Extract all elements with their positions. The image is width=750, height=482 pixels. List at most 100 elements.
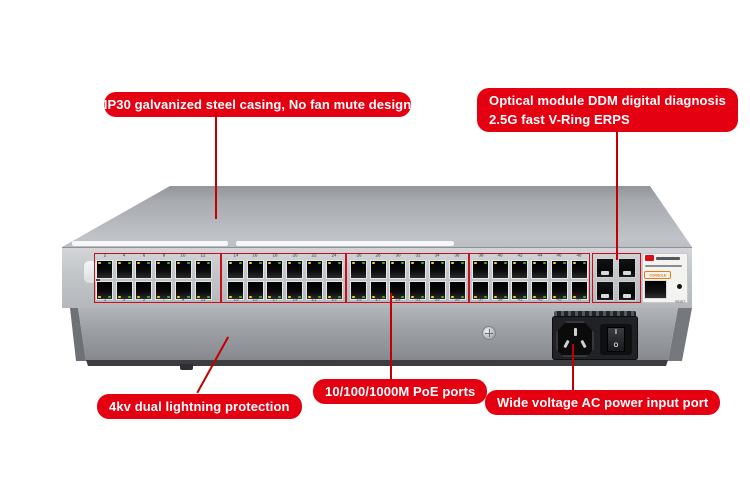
sfp-latch bbox=[601, 271, 609, 275]
rj45-port bbox=[350, 260, 367, 279]
led-yellow bbox=[288, 262, 292, 264]
power-switch-rocker: I O bbox=[607, 327, 625, 352]
rj45-port bbox=[194, 260, 212, 279]
callout-optical-line1: Optical module DDM digital diagnosis bbox=[489, 92, 726, 108]
rj45-port bbox=[227, 281, 244, 300]
led-green bbox=[562, 296, 566, 298]
callout-casing-text: IP30 galvanized steel casing, No fan mut… bbox=[103, 97, 412, 112]
led-green bbox=[503, 262, 507, 264]
reset-label-text: RESET bbox=[675, 299, 686, 304]
callout-optical-line2: 2.5G fast V-Ring ERPS bbox=[489, 112, 630, 127]
rj45-port bbox=[491, 281, 509, 300]
rj45-port bbox=[96, 260, 113, 279]
rj45-port bbox=[135, 281, 153, 300]
leader-line-poe bbox=[390, 293, 392, 380]
callout-optical-module: Optical module DDM digital diagnosis 2.5… bbox=[477, 88, 738, 132]
rj45-port bbox=[389, 260, 407, 279]
port-number: 7 bbox=[162, 296, 165, 302]
led-green bbox=[362, 296, 365, 298]
led-green bbox=[421, 262, 425, 264]
rj45-port bbox=[266, 281, 284, 300]
led-green bbox=[401, 262, 405, 264]
led-yellow bbox=[307, 296, 311, 298]
led-yellow bbox=[137, 262, 141, 264]
rj45-port bbox=[369, 281, 387, 300]
led-green bbox=[562, 262, 566, 264]
led-green bbox=[127, 296, 131, 298]
led-green bbox=[278, 262, 282, 264]
led-yellow bbox=[391, 296, 395, 298]
port-number: 18 bbox=[272, 252, 278, 258]
led-green bbox=[484, 296, 487, 298]
led-green bbox=[186, 262, 190, 264]
led-green bbox=[401, 296, 405, 298]
rj45-port bbox=[135, 260, 153, 279]
port-number: 15 bbox=[252, 296, 258, 302]
led-green bbox=[582, 262, 586, 264]
port-number: 9 bbox=[182, 296, 185, 302]
led-yellow bbox=[268, 262, 272, 264]
rj45-port bbox=[448, 260, 466, 279]
led-yellow bbox=[196, 296, 200, 298]
led-yellow bbox=[411, 262, 415, 264]
port-number: 31 bbox=[415, 296, 421, 302]
led-green bbox=[147, 296, 151, 298]
led-green bbox=[239, 262, 242, 264]
led-yellow bbox=[327, 296, 331, 298]
rj45-port bbox=[448, 281, 466, 300]
led-yellow bbox=[450, 296, 454, 298]
led-yellow bbox=[513, 296, 517, 298]
led-yellow bbox=[137, 296, 141, 298]
led-yellow bbox=[552, 296, 556, 298]
led-yellow bbox=[474, 262, 477, 264]
led-green bbox=[440, 262, 444, 264]
led-green bbox=[337, 262, 341, 264]
inlet-neutral-pin bbox=[580, 339, 587, 349]
port-number: 6 bbox=[142, 252, 146, 258]
led-yellow bbox=[176, 296, 180, 298]
port-number: 3 bbox=[122, 296, 126, 302]
led-green bbox=[108, 262, 111, 264]
led-green bbox=[167, 296, 171, 298]
led-green bbox=[381, 262, 385, 264]
port-number: 44 bbox=[537, 252, 543, 258]
led-yellow bbox=[371, 296, 375, 298]
port-number: 5 bbox=[142, 296, 146, 302]
led-yellow bbox=[176, 262, 180, 264]
port-number: 14 bbox=[232, 252, 238, 258]
led-green bbox=[239, 296, 242, 298]
rj45-port bbox=[305, 281, 323, 300]
led-yellow bbox=[248, 262, 252, 264]
led-yellow bbox=[268, 296, 272, 298]
led-green bbox=[543, 296, 547, 298]
port-number: 41 bbox=[517, 296, 523, 302]
port-number: 25 bbox=[355, 296, 361, 302]
port-bank-divider bbox=[220, 254, 222, 302]
rj45-port bbox=[194, 281, 212, 300]
led-yellow bbox=[157, 296, 161, 298]
port-number: 21 bbox=[311, 296, 317, 302]
led-green bbox=[186, 296, 190, 298]
callout-casing: IP30 galvanized steel casing, No fan mut… bbox=[104, 92, 411, 117]
port-number: 47 bbox=[576, 296, 582, 302]
chassis-foot bbox=[180, 364, 193, 370]
port-number: 39 bbox=[497, 296, 503, 302]
led-yellow bbox=[371, 262, 375, 264]
console-label: CONSOLE bbox=[644, 271, 671, 279]
grounding-screw bbox=[482, 326, 496, 340]
rj45-port bbox=[428, 281, 446, 300]
sfp-cage bbox=[618, 281, 636, 301]
ac-power-inlet bbox=[556, 321, 594, 357]
port-number: 16 bbox=[252, 252, 258, 258]
callout-lightning: 4kv dual lightning protection bbox=[97, 394, 302, 419]
port-bank-divider bbox=[345, 254, 347, 302]
port-number: 11 bbox=[200, 296, 206, 302]
console-port bbox=[644, 280, 667, 299]
led-yellow bbox=[352, 262, 355, 264]
poe-ports-outline bbox=[94, 253, 590, 303]
led-yellow bbox=[391, 262, 395, 264]
rj45-port bbox=[305, 260, 323, 279]
led-green bbox=[440, 296, 444, 298]
rj45-port bbox=[96, 281, 113, 300]
